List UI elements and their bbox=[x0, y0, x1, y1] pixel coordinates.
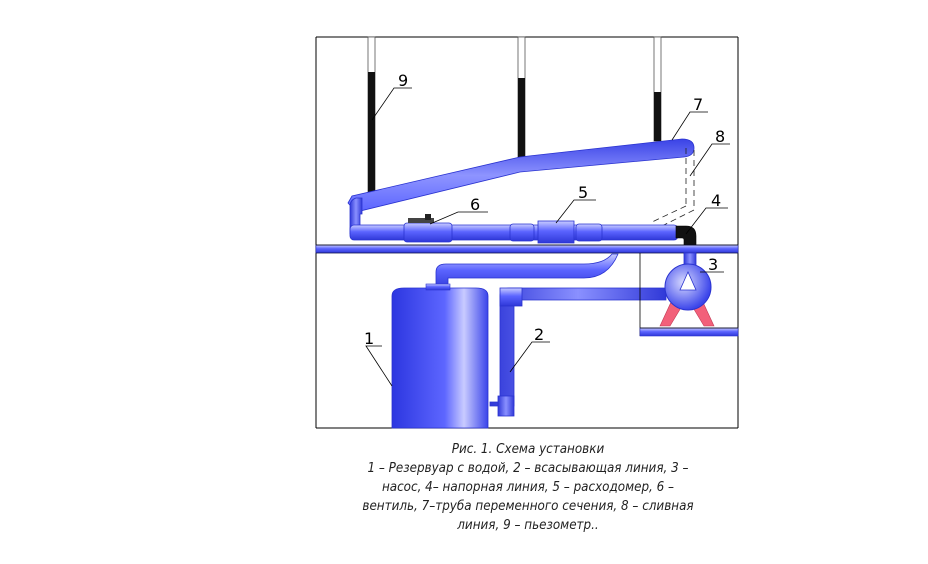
label-drain-line: 8 bbox=[715, 127, 725, 146]
caption-line: 1 – Резервуар с водой, 2 – всасывающая л… bbox=[367, 461, 689, 476]
label-valve: 6 bbox=[470, 195, 480, 214]
caption-title: Рис. 1. Схема установки bbox=[451, 442, 605, 457]
label-piezometer: 9 bbox=[398, 71, 408, 90]
floor-line bbox=[315, 244, 739, 254]
caption-line: вентиль, 7–труба переменного сечения, 8 … bbox=[362, 499, 694, 514]
frame bbox=[315, 36, 739, 429]
piezometer-tube bbox=[517, 36, 526, 163]
caption-line: насос, 4– напорная линия, 5 – расходомер… bbox=[381, 480, 675, 495]
drain-line bbox=[651, 148, 695, 227]
reservoir-return-pipe bbox=[435, 253, 619, 291]
label-flowmeter: 5 bbox=[578, 183, 588, 202]
caption-line: линия, 9 – пьезометр.. bbox=[457, 518, 599, 533]
label-pressure-line: 4 bbox=[711, 191, 721, 210]
pump bbox=[664, 263, 712, 311]
valve bbox=[408, 214, 434, 223]
reservoir bbox=[391, 283, 489, 429]
installation-scheme: 9 7 8 6 5 4 3 2 1 bbox=[315, 36, 739, 429]
main-horizontal-pipe bbox=[349, 222, 679, 243]
label-pump: 3 bbox=[708, 255, 718, 274]
leader-lines bbox=[365, 87, 730, 387]
pump-shelf bbox=[639, 253, 739, 337]
label-variable-pipe: 7 bbox=[693, 95, 703, 114]
variable-section-pipe bbox=[347, 138, 695, 213]
label-reservoir: 1 bbox=[364, 329, 374, 348]
flowmeter bbox=[537, 220, 575, 244]
piezometer-tube bbox=[653, 36, 662, 142]
figure-caption: Рис. 1. Схема установки 1 – Резервуар с … bbox=[333, 440, 723, 535]
label-suction-line: 2 bbox=[534, 325, 544, 344]
